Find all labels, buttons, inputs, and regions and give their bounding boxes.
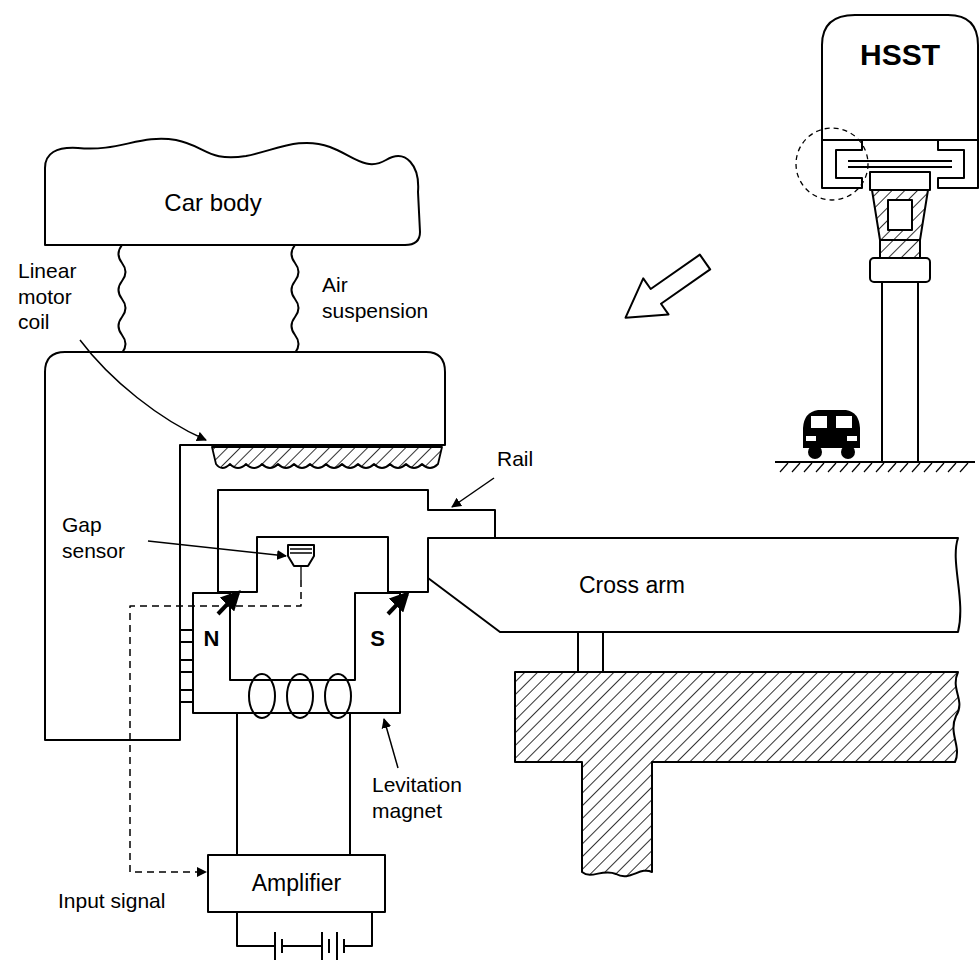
car-icon [811, 416, 827, 428]
leader-line [148, 541, 286, 556]
rail-outline [218, 537, 428, 592]
ground-hatching [876, 463, 884, 472]
car-body: Car body [158, 186, 267, 220]
magnet-mount [180, 630, 193, 642]
car-icon [803, 410, 860, 459]
hsst-support [870, 172, 930, 190]
hsst-support [872, 190, 928, 240]
air-suspension-bellows [119, 245, 126, 353]
illustration [45, 15, 978, 960]
support-beam [515, 672, 959, 876]
car-icon [841, 445, 855, 459]
gap-sensor [288, 545, 314, 566]
ground-hatching [816, 463, 824, 472]
magnet-mount [180, 690, 193, 702]
node-text: Cross arm [579, 572, 685, 599]
cross-arm: Cross arm [573, 569, 691, 602]
battery-wire [237, 912, 372, 946]
hsst-support [870, 258, 930, 282]
ground-hatching [948, 463, 956, 472]
air-suspension-bellows [292, 245, 299, 353]
linear-motor-coil [212, 447, 442, 468]
part-label: Gap sensor [62, 512, 152, 563]
levitation-magnet [193, 593, 400, 713]
force-arrow [388, 594, 407, 614]
car-body-outline [45, 139, 420, 245]
bogie-frame [45, 352, 445, 740]
ground-hatching [780, 463, 788, 472]
ground-hatching [888, 463, 896, 472]
hsst-rail-beam [848, 161, 952, 167]
battery-symbol [275, 932, 344, 960]
coil-wire [237, 713, 350, 855]
magnet-winding [287, 674, 313, 718]
leader-line [384, 719, 398, 768]
hsst-bogie [822, 140, 862, 188]
signal-label: Input signal [58, 888, 198, 914]
hsst-support [880, 240, 920, 258]
magnet-winding [249, 674, 275, 718]
leader-line [452, 478, 494, 507]
part-label: Rail [497, 446, 557, 472]
ground-hatching [864, 463, 872, 472]
ground-hatching [900, 463, 908, 472]
hsst-support [888, 200, 912, 230]
node-text: Car body [164, 189, 261, 217]
ground-hatching [912, 463, 920, 472]
car-icon [847, 436, 857, 441]
detail-circle [796, 128, 868, 200]
pole-label: S [355, 626, 400, 653]
hsst-bogie [938, 140, 978, 188]
car-icon [836, 416, 852, 428]
part-label: Levitation magnet [372, 772, 497, 823]
gap-sensor [290, 549, 312, 580]
node-text: Amplifier [252, 870, 341, 897]
signal-line [130, 580, 301, 872]
ground-hatching [840, 463, 848, 472]
cross-arm-outline [428, 538, 960, 632]
part-label: Linear motor coil [18, 258, 108, 335]
car-icon [806, 436, 816, 441]
support-post [578, 632, 603, 672]
magnet-winding [249, 674, 351, 718]
ground-hatching [936, 463, 944, 472]
ground-hatching [960, 463, 968, 472]
ground-hatching [924, 463, 932, 472]
ground-line [775, 461, 975, 463]
hsst-vehicle-body [822, 15, 978, 140]
pole-label: N [193, 626, 230, 653]
force-arrow [218, 593, 238, 614]
ground-hatching [804, 463, 812, 472]
ground-hatching [792, 463, 800, 472]
amplifier-box [208, 855, 385, 912]
hsst-pillar [882, 282, 918, 462]
magnet-winding [325, 674, 351, 718]
zoom-arrow [613, 244, 718, 336]
amplifier-box: Amplifier [208, 855, 385, 912]
ground-hatching [780, 463, 968, 472]
part-label: Air suspension [322, 272, 447, 323]
car-icon [803, 410, 860, 448]
car-icon [808, 445, 822, 459]
node-text: HSST [860, 38, 940, 72]
vehicle-title: HSST [854, 35, 946, 75]
ground-hatching [852, 463, 860, 472]
magnet-mount [180, 660, 193, 672]
leader-line [80, 340, 206, 440]
ground-hatching [828, 463, 836, 472]
